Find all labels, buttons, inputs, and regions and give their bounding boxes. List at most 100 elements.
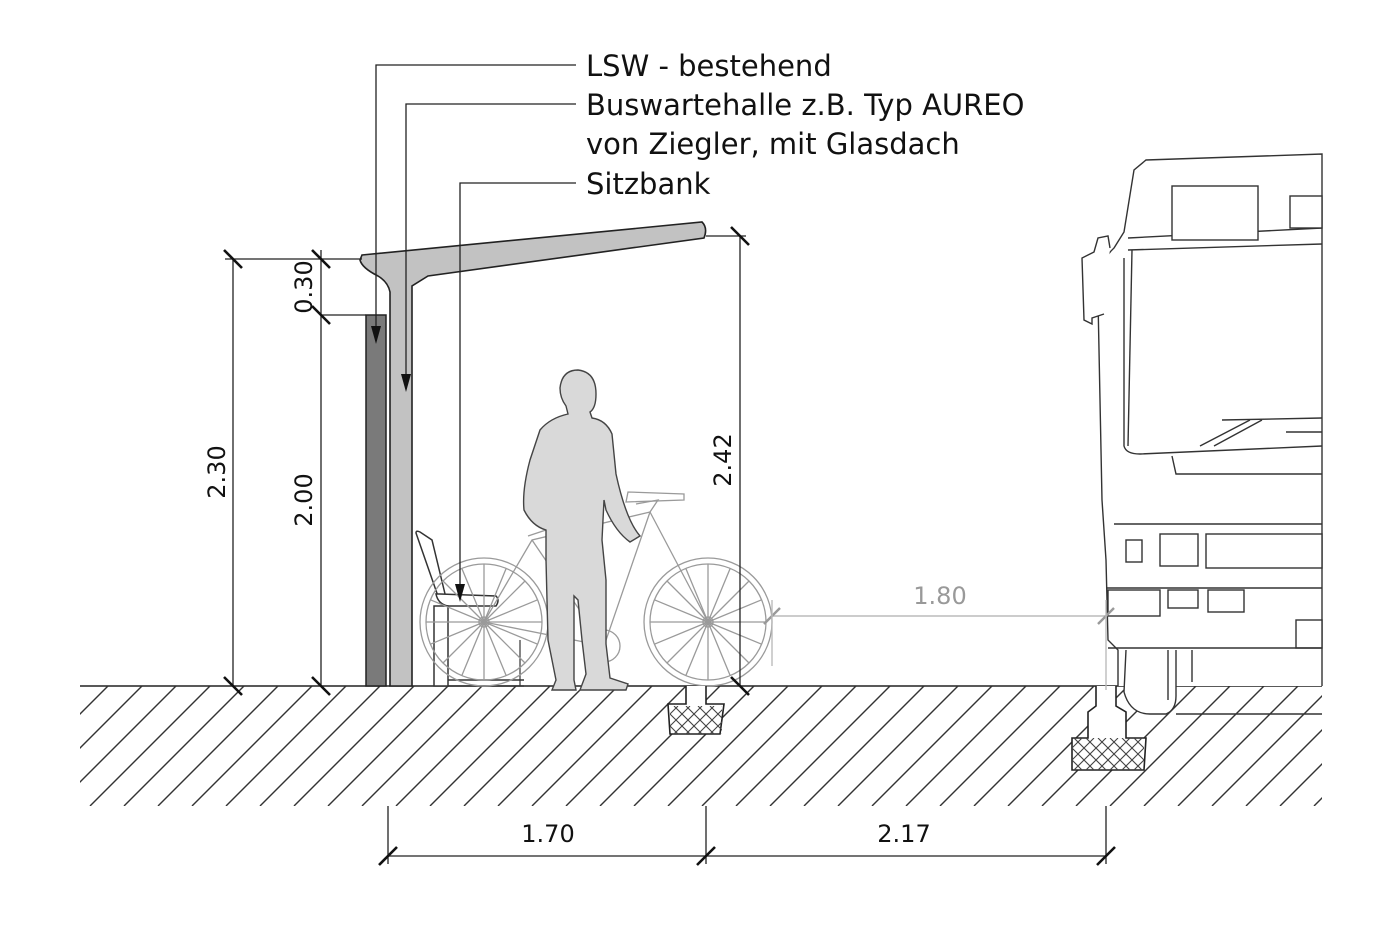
hatch-line <box>697 709 722 734</box>
hatch-line <box>973 686 1095 806</box>
hatch-line <box>633 686 755 806</box>
hatch-line <box>463 686 585 806</box>
lsw-wall <box>365 314 387 687</box>
hatch-line <box>673 706 703 734</box>
hatch-line <box>721 733 722 734</box>
hatch-line <box>1097 738 1131 770</box>
label-lsw: LSW - bestehend <box>586 49 832 83</box>
wheel-spoke <box>707 599 762 623</box>
hatch-line <box>735 686 857 806</box>
hatch-line <box>746 706 774 734</box>
wheel-spoke <box>461 568 485 623</box>
wheel-spoke <box>483 568 507 623</box>
wheel-spoke <box>685 621 709 676</box>
hatch-line <box>80 686 143 806</box>
hatch-line <box>0 686 40 806</box>
hatch-line <box>709 721 722 734</box>
hatch-line <box>1313 686 1322 806</box>
wheel-spoke <box>685 568 709 623</box>
wheel-spoke <box>483 621 538 645</box>
dimension-lines <box>223 226 1116 866</box>
label-shelter-line2: von Ziegler, mit Glasdach <box>586 127 960 161</box>
hatch-line <box>803 686 925 806</box>
hatch-line <box>293 686 415 806</box>
hatch-line <box>395 686 517 806</box>
wheel-spoke <box>483 621 507 676</box>
wheel-spoke <box>707 621 731 676</box>
hatch-line <box>0 686 74 806</box>
wheel-spoke <box>430 599 485 623</box>
wheel-spoke <box>442 580 485 623</box>
wheel-spoke <box>666 580 709 623</box>
hatch-line <box>497 686 619 806</box>
hatch-line <box>1177 686 1299 806</box>
wheel-spoke <box>707 621 750 664</box>
dim-roof-edge-height: 2.42 <box>709 433 737 486</box>
wheel-spoke <box>483 580 526 623</box>
ground-hatching <box>0 685 1322 806</box>
hatch-line <box>670 706 679 715</box>
hatch-line <box>670 706 691 727</box>
hatch-line <box>327 686 449 806</box>
hatch-line <box>939 686 1061 806</box>
wheel-spoke <box>666 621 709 664</box>
label-bench: Sitzbank <box>586 167 711 201</box>
wheel-spoke <box>654 621 709 645</box>
hatch-line <box>721 706 722 707</box>
wheel-spoke <box>707 580 750 623</box>
hatch-line <box>701 686 823 806</box>
hatch-line <box>1211 686 1322 806</box>
hatch-line <box>1072 759 1083 770</box>
hatch-line <box>1279 686 1322 806</box>
hatch-line <box>225 686 347 806</box>
hatch-line <box>1133 759 1144 770</box>
hatch-line <box>89 686 211 806</box>
hatch-line <box>1109 686 1231 806</box>
hatch-line <box>123 686 245 806</box>
hatch-line <box>1245 686 1322 806</box>
hatch-line <box>80 686 109 806</box>
hatch-line <box>1085 738 1119 770</box>
hatch-line <box>734 706 762 734</box>
hatch-line <box>1072 738 1095 761</box>
hatch-line <box>191 686 313 806</box>
hatch-line <box>1073 738 1107 770</box>
hatch-line <box>709 706 722 719</box>
hatch-line <box>734 706 762 734</box>
bus-front <box>1081 153 1323 715</box>
hatch-line <box>259 686 381 806</box>
hatch-line <box>667 686 789 806</box>
label-shelter-line1: Buswartehalle z.B. Typ AUREO <box>586 88 1024 122</box>
wheel-spoke <box>461 621 485 676</box>
wheel-spoke <box>430 621 485 645</box>
hatch-line <box>80 686 177 806</box>
hatch-line <box>429 686 551 806</box>
hatch-line <box>1133 738 1144 749</box>
hatch-line <box>769 686 891 806</box>
hatch-line <box>1109 738 1143 770</box>
hatch-line <box>1121 747 1144 770</box>
dim-platform-left: 1.70 <box>521 820 574 848</box>
hatch-line <box>905 686 1027 806</box>
hatch-line <box>1072 738 1083 749</box>
dim-wall-height: 2.00 <box>290 473 318 526</box>
curb-footing-right <box>1071 686 1147 771</box>
wheel-spoke <box>483 599 538 623</box>
dim-platform-right: 2.17 <box>877 820 930 848</box>
hatch-line <box>1143 686 1265 806</box>
hatch-line <box>746 706 774 734</box>
hatch-line <box>758 706 786 734</box>
person-silhouette <box>522 369 642 691</box>
wheel-spoke <box>654 599 709 623</box>
hatch-line <box>565 686 687 806</box>
hatch-line <box>157 686 279 806</box>
wheel-spoke <box>707 568 731 623</box>
hatch-line <box>531 686 653 806</box>
curb-footing-left <box>667 686 786 735</box>
dim-clearance: 1.80 <box>913 582 966 610</box>
dim-roof-offset: 0.30 <box>290 260 318 313</box>
hatch-line <box>758 706 786 734</box>
dim-total-height: 2.30 <box>203 445 231 498</box>
hatch-line <box>685 706 715 734</box>
wheel-spoke <box>483 621 526 664</box>
